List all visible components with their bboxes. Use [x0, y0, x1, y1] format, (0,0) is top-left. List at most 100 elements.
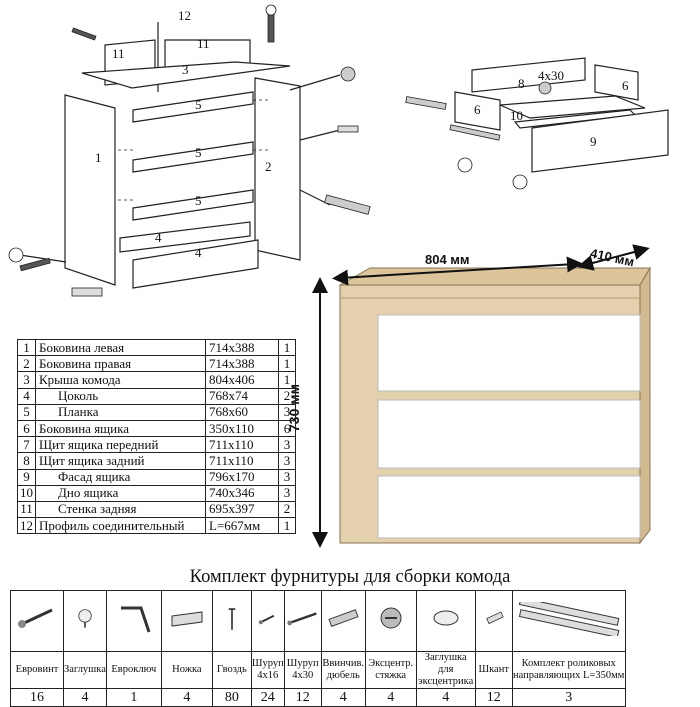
- plug-icon: [63, 590, 107, 652]
- cam-lock-icon: [364, 590, 417, 652]
- drawer-label-9: 9: [590, 134, 597, 149]
- hardware-name: Комплект роликовых направляющих L=350мм: [511, 651, 626, 689]
- drawer-label-6b: 6: [622, 78, 629, 93]
- label-4b: 4: [195, 245, 202, 260]
- parts-cell-qty: 1: [278, 338, 296, 357]
- hardware-name: Ножка: [160, 651, 213, 689]
- label-2: 2: [265, 159, 272, 174]
- parts-cell-name: Крыша комода: [35, 371, 206, 389]
- parts-cell-qty: 3: [278, 403, 296, 421]
- hardware-name: Шуруп 4x16: [250, 651, 285, 689]
- parts-cell-name: Боковина ящика: [35, 419, 206, 438]
- hardware-qty: 4: [364, 688, 417, 707]
- parts-cell-qty: 3: [278, 436, 296, 454]
- nail-icon: [211, 590, 252, 652]
- parts-cell-name: Дно ящика: [35, 484, 206, 502]
- hardware-qty: 4: [63, 688, 107, 707]
- parts-cell-dim: 714x388: [205, 338, 279, 357]
- parts-cell-n: 6: [17, 419, 36, 438]
- label-11a: 11: [112, 46, 125, 61]
- hardware-name: Эксцентр. стяжка: [364, 651, 417, 689]
- hardware-name: Гвоздь: [211, 651, 252, 689]
- parts-cell-qty: 3: [278, 452, 296, 470]
- parts-cell-dim: 768x60: [205, 403, 279, 421]
- drawer-assembly-diagram: 8 4x30 6 6 10 9: [405, 57, 669, 190]
- parts-cell-name: Профиль соединительный: [35, 517, 206, 535]
- hardware-qty: 4: [415, 688, 476, 707]
- wood-pin-icon: [474, 590, 513, 652]
- hardware-name: Ввинчив. дюбель: [320, 651, 366, 689]
- label-4a: 4: [155, 230, 162, 245]
- parts-cell-dim: 714x388: [205, 355, 279, 373]
- parts-cell-name: Цоколь: [35, 387, 206, 405]
- parts-cell-n: 4: [17, 387, 36, 405]
- hardware-name: Евроключ: [105, 651, 162, 689]
- hardware-qty: 12: [474, 688, 513, 707]
- parts-cell-n: 7: [17, 436, 36, 454]
- parts-cell-n: 11: [17, 500, 36, 519]
- hardware-qty: 80: [211, 688, 252, 707]
- label-1: 1: [95, 150, 102, 165]
- drawer-label-4x30: 4x30: [538, 68, 564, 83]
- dowel-icon: [320, 590, 366, 652]
- screw-4x16-icon: [250, 590, 285, 652]
- parts-cell-dim: 740x346: [205, 484, 279, 502]
- hardware-qty: 4: [160, 688, 213, 707]
- parts-cell-n: 2: [17, 355, 36, 373]
- hardware-name: Шкант: [474, 651, 513, 689]
- label-11b: 11: [197, 36, 210, 51]
- parts-cell-qty: 3: [278, 468, 296, 486]
- hardware-qty: 24: [250, 688, 285, 707]
- parts-cell-n: 10: [17, 484, 36, 502]
- eurokey-icon: [105, 590, 162, 652]
- parts-cell-name: Стенка задняя: [35, 500, 206, 519]
- parts-cell-dim: 695x397: [205, 500, 279, 519]
- label-5b: 5: [195, 145, 202, 160]
- label-5a: 5: [195, 97, 202, 112]
- drawer-label-10: 10: [510, 108, 523, 123]
- parts-cell-dim: 711x110: [205, 452, 279, 470]
- hardware-name: Заглушка для эксцентрика: [415, 651, 476, 689]
- euroscrew-icon: [10, 590, 64, 652]
- parts-cell-dim: 796x170: [205, 468, 279, 486]
- hardware-qty: 3: [511, 688, 626, 707]
- parts-cell-qty: 1: [278, 355, 296, 373]
- parts-cell-name: Планка: [35, 403, 206, 421]
- label-12: 12: [178, 8, 191, 23]
- hardware-name: Заглушка: [63, 651, 107, 689]
- cam-cap-icon: [415, 590, 476, 652]
- parts-cell-name: Щит ящика передний: [35, 436, 206, 454]
- parts-cell-qty: 2: [278, 500, 296, 519]
- exploded-cabinet-diagram: 12 11 11 3 5 5 5 1 2 4 4: [8, 4, 371, 297]
- hardware-qty: 12: [283, 688, 322, 707]
- width-dimension: 804 мм: [425, 252, 470, 267]
- parts-cell-qty: 3: [278, 484, 296, 502]
- hardware-qty: 4: [320, 688, 366, 707]
- parts-cell-dim: 804x406: [205, 371, 279, 389]
- parts-cell-dim: 350x110: [205, 419, 279, 438]
- parts-cell-dim: 711x110: [205, 436, 279, 454]
- parts-cell-name: Боковина левая: [35, 338, 206, 357]
- parts-cell-dim: L=667мм: [205, 517, 279, 535]
- hardware-title: Комплект фурнитуры для сборки комода: [189, 567, 511, 587]
- screw-4x30-icon: [283, 590, 322, 652]
- parts-cell-n: 1: [17, 338, 36, 357]
- foot-icon: [160, 590, 213, 652]
- parts-cell-dim: 768x74: [205, 387, 279, 405]
- parts-cell-qty: 2: [278, 387, 296, 405]
